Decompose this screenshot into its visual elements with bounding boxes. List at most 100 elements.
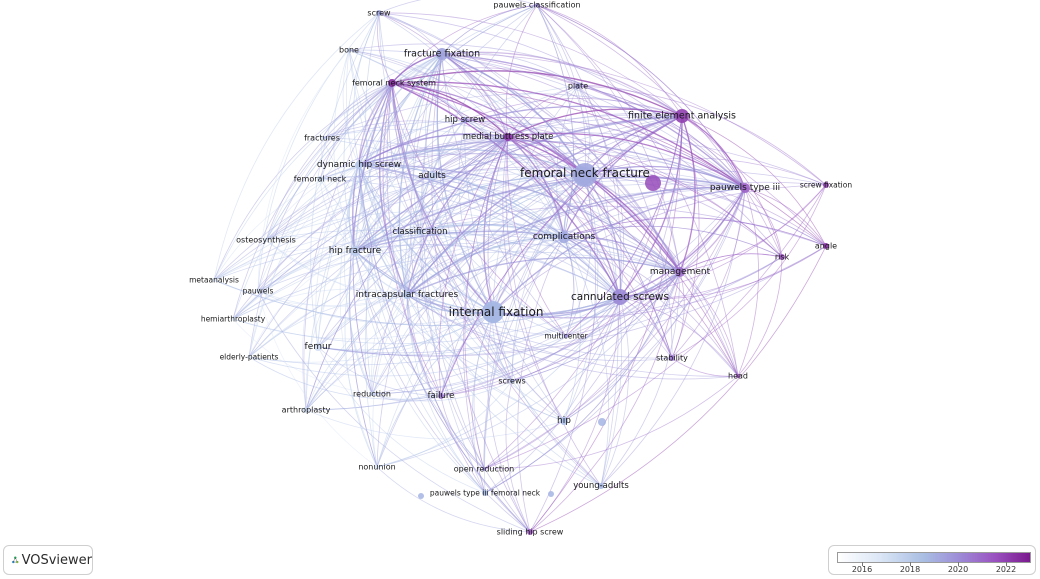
node-multicenter[interactable] bbox=[564, 334, 568, 338]
node-label-femoral-neck[interactable]: femoral neck bbox=[294, 175, 347, 184]
node-elderly-patients[interactable] bbox=[247, 355, 251, 359]
node-label-hip-screw[interactable]: hip screw bbox=[445, 115, 485, 125]
node-bone[interactable] bbox=[347, 48, 351, 52]
node-label-multicenter[interactable]: multicenter bbox=[544, 332, 588, 341]
network-link bbox=[317, 115, 683, 348]
network-link bbox=[213, 12, 380, 281]
node-label-finite-element-analysis[interactable]: finite element analysis bbox=[628, 111, 736, 122]
node-hemiarthroplasty[interactable] bbox=[231, 317, 235, 321]
node-plate[interactable] bbox=[575, 83, 581, 89]
node-head[interactable] bbox=[736, 374, 740, 378]
node-finite-element-analysis[interactable] bbox=[675, 109, 689, 123]
node-label-femoral-neck-fracture[interactable]: femoral neck fracture bbox=[520, 166, 650, 180]
node-label-nonunion[interactable]: nonunion bbox=[358, 463, 395, 472]
network-link bbox=[378, 12, 683, 117]
node-nonunion[interactable] bbox=[375, 465, 379, 469]
node-label-hemiarthroplasty[interactable]: hemiarthroplasty bbox=[201, 315, 266, 324]
node-label-metaanalysis[interactable]: metaanalysis bbox=[189, 276, 239, 285]
legend-tick-label: 2016 bbox=[851, 565, 873, 574]
node-label-plate[interactable]: plate bbox=[568, 82, 588, 91]
node-femur[interactable] bbox=[314, 343, 322, 351]
node-label-young-adults[interactable]: young-adults bbox=[573, 481, 629, 491]
node-label-pauwels[interactable]: pauwels bbox=[243, 287, 274, 296]
node-pauwels-classification[interactable] bbox=[535, 3, 539, 7]
node-label-reduction[interactable]: reduction bbox=[353, 390, 391, 399]
node-young-adults[interactable] bbox=[598, 483, 604, 489]
node-label-osteosynthesis[interactable]: osteosynthesis bbox=[236, 236, 296, 245]
node-label-adults[interactable]: adults bbox=[418, 171, 446, 181]
node-label-pauwels-classification[interactable]: pauwels classification bbox=[493, 1, 580, 10]
node-label-complications[interactable]: complications bbox=[533, 232, 596, 242]
node-fracture-fixation[interactable] bbox=[436, 48, 448, 60]
node-intracapsular-fractures[interactable] bbox=[403, 291, 411, 299]
node-dynamic-hip-screw[interactable] bbox=[355, 161, 363, 169]
node-label-internal-fixation[interactable]: internal fixation bbox=[449, 305, 544, 319]
node-label-pauwels-type-iii-femoral-neck[interactable]: pauwels type iii femoral neck bbox=[430, 489, 541, 498]
node-medial-buttress-plate[interactable] bbox=[504, 133, 512, 141]
node-pauwels-type-iii[interactable] bbox=[740, 183, 750, 193]
node-open-reduction[interactable] bbox=[482, 467, 486, 471]
node-pauwels[interactable] bbox=[256, 289, 260, 293]
node-screw-fixation[interactable] bbox=[823, 182, 829, 188]
network-link bbox=[507, 132, 746, 189]
node-label-fractures[interactable]: fractures bbox=[304, 134, 340, 143]
node-label-arthroplasty[interactable]: arthroplasty bbox=[282, 406, 331, 415]
node-hip[interactable] bbox=[560, 417, 568, 425]
node-label-cannulated-screws[interactable]: cannulated screws bbox=[571, 291, 669, 303]
node-label-femoral-neck-system[interactable]: femoral neck system bbox=[352, 79, 436, 88]
node-stability[interactable] bbox=[669, 355, 675, 361]
node-label-hip[interactable]: hip bbox=[557, 416, 571, 426]
node-label-risk[interactable]: risk bbox=[775, 253, 790, 262]
node-label-angle[interactable]: angle bbox=[815, 242, 837, 251]
node-hip-fracture[interactable] bbox=[350, 246, 360, 256]
node-arthroplasty[interactable] bbox=[303, 407, 309, 413]
node-label-hip-fracture[interactable]: hip fracture bbox=[329, 246, 382, 256]
node-management[interactable] bbox=[675, 267, 685, 277]
node-screws[interactable] bbox=[510, 379, 514, 383]
node-metaanalysis[interactable] bbox=[212, 278, 216, 282]
network-link bbox=[358, 119, 466, 166]
node-classification[interactable] bbox=[417, 229, 423, 235]
node-adults[interactable] bbox=[428, 172, 436, 180]
node-label-screws[interactable]: screws bbox=[498, 377, 525, 386]
node-label-elderly-patients[interactable]: elderly-patients bbox=[220, 353, 279, 362]
node-label-open-reduction[interactable]: open reduction bbox=[454, 465, 514, 474]
network-link bbox=[257, 49, 350, 292]
node-femoral-neck-fracture[interactable] bbox=[573, 163, 597, 187]
node-internal-fixation[interactable] bbox=[482, 301, 504, 323]
node-cannulated-screws[interactable] bbox=[612, 289, 628, 305]
node-label-fracture-fixation[interactable]: fracture fixation bbox=[404, 49, 480, 60]
node-failure[interactable] bbox=[438, 393, 444, 399]
node-risk[interactable] bbox=[779, 254, 785, 260]
network-link bbox=[305, 409, 565, 440]
network-labels: femoral neck fracture internal fixation ca… bbox=[189, 1, 852, 537]
node-label-head[interactable]: head bbox=[728, 372, 748, 381]
node-label-stability[interactable]: stability bbox=[656, 354, 688, 363]
node-reduction[interactable] bbox=[370, 392, 374, 396]
node-label-medial-buttress-plate[interactable]: medial buttress plate bbox=[463, 132, 554, 142]
node-complications[interactable] bbox=[558, 231, 570, 243]
node-label-management[interactable]: management bbox=[650, 267, 711, 277]
node-label-bone[interactable]: bone bbox=[339, 46, 359, 55]
node-angle[interactable] bbox=[823, 243, 829, 249]
node-screw[interactable] bbox=[376, 10, 382, 16]
node-label-pauwels-type-iii[interactable]: pauwels type iii bbox=[710, 183, 780, 193]
node-fractures[interactable] bbox=[320, 136, 324, 140]
node-label-screw-fixation[interactable]: screw fixation bbox=[800, 181, 852, 190]
node-label-femur[interactable]: femur bbox=[305, 342, 332, 352]
node-label-dynamic-hip-screw[interactable]: dynamic hip screw bbox=[317, 160, 401, 170]
node-label-screw[interactable]: screw bbox=[367, 9, 391, 18]
node-sliding-hip-screw[interactable] bbox=[527, 529, 533, 535]
node-femoral-neck-system[interactable] bbox=[388, 79, 396, 87]
network-link bbox=[671, 187, 746, 359]
node-label-failure[interactable]: failure bbox=[428, 391, 455, 401]
node-label-intracapsular-fractures[interactable]: intracapsular fractures bbox=[356, 290, 459, 300]
node-pauwels-type-iii-femoral-neck[interactable] bbox=[482, 490, 488, 496]
vosviewer-logo[interactable]: VOSviewer bbox=[3, 545, 93, 575]
node-label-sliding-hip-screw[interactable]: sliding hip screw bbox=[497, 528, 564, 537]
network-link bbox=[391, 82, 586, 176]
node-osteosynthesis[interactable] bbox=[264, 238, 268, 242]
node-hip-screw[interactable] bbox=[462, 117, 468, 123]
node-femoral-neck[interactable] bbox=[317, 176, 323, 182]
node-label-classification[interactable]: classification bbox=[393, 227, 448, 237]
